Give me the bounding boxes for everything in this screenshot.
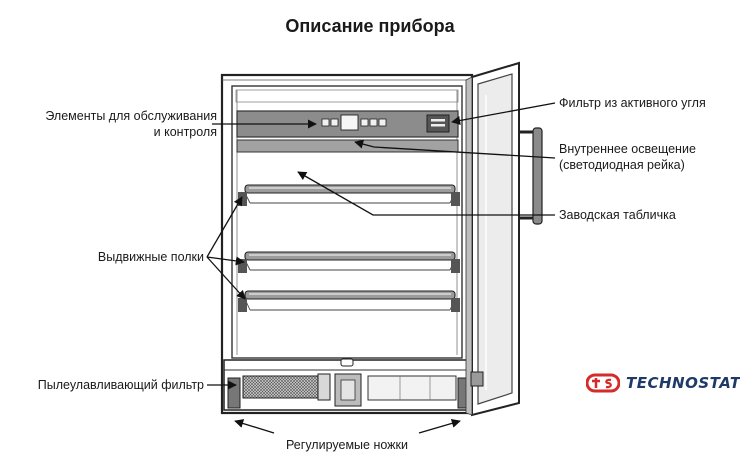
leader-shelves-middle xyxy=(206,256,245,266)
shelf-bottom-bracket-left xyxy=(238,298,247,312)
leader-shelves-top xyxy=(206,196,243,258)
label-nameplate: Заводская табличка xyxy=(559,208,676,222)
shelf-top-bracket-right xyxy=(451,192,460,206)
label-carbon-filter: Фильтр из активного угля xyxy=(559,96,706,110)
carbon-filter-slot-1 xyxy=(431,119,445,122)
control-button-5 xyxy=(378,118,387,127)
door-inner-seal xyxy=(465,76,473,416)
brand-logo-text: TECHNOSTATUS xyxy=(626,374,740,392)
carbon-filter-housing xyxy=(426,114,450,133)
shelf-middle-rail xyxy=(244,251,456,261)
shelf-top-bracket-left xyxy=(238,192,247,206)
label-controls-line2: и контроля xyxy=(153,125,217,139)
open-door xyxy=(465,61,543,417)
leader-foot-right xyxy=(418,418,461,434)
door-handle-bar xyxy=(532,127,543,225)
control-button-3 xyxy=(360,118,369,127)
control-button-1 xyxy=(321,118,330,127)
cabinet-top-strip xyxy=(235,89,459,103)
label-lighting: Внутреннее освещение (светодиодная рейка… xyxy=(559,141,696,173)
label-dust-filter: Пылеулавливающий фильтр xyxy=(37,378,204,392)
label-shelves: Выдвижные полки xyxy=(97,250,204,264)
label-controls-line1: Элементы для обслуживания xyxy=(45,109,217,123)
control-button-4 xyxy=(369,118,378,127)
shelf-bottom xyxy=(238,290,460,312)
adjustable-foot-left xyxy=(227,377,241,409)
shelf-middle-bracket-left xyxy=(238,259,247,273)
door-glass xyxy=(477,73,513,405)
label-lighting-line1: Внутреннее освещение xyxy=(559,142,696,156)
leader-nameplate xyxy=(297,171,555,216)
page-title: Описание прибора xyxy=(285,16,455,36)
carbon-filter-slot-2 xyxy=(431,124,445,127)
plinth-center-block-inner xyxy=(340,379,356,401)
plinth-right-compartment xyxy=(367,375,457,401)
leader-foot-left xyxy=(234,419,275,434)
shelf-top xyxy=(238,184,460,206)
leader-lighting xyxy=(354,139,556,159)
leader-carbon-filter xyxy=(451,102,556,125)
label-feet: Регулируемые ножки xyxy=(286,438,408,452)
brand-logo: TECHNOSTATUS xyxy=(586,372,740,394)
control-display xyxy=(340,114,359,131)
label-lighting-line2: (светодиодная рейка) xyxy=(559,158,685,172)
control-button-2 xyxy=(330,118,339,127)
leader-lines xyxy=(206,102,556,434)
label-controls: Элементы для обслуживания и контроля xyxy=(45,108,217,140)
door-lower-hinge xyxy=(470,371,484,387)
shelf-top-rail xyxy=(244,184,456,194)
shelf-bottom-rail xyxy=(244,290,456,300)
plinth-handle-slot xyxy=(340,358,354,367)
brand-logo-mark xyxy=(586,373,620,393)
plinth xyxy=(223,358,471,411)
shelf-middle-bracket-right xyxy=(451,259,460,273)
control-panel xyxy=(236,110,459,138)
shelf-middle xyxy=(238,251,460,273)
shelf-bottom-bracket-right xyxy=(451,298,460,312)
dust-filter-frame xyxy=(317,373,331,401)
dust-filter-grille xyxy=(242,375,319,399)
leader-shelves-bottom xyxy=(206,256,246,300)
